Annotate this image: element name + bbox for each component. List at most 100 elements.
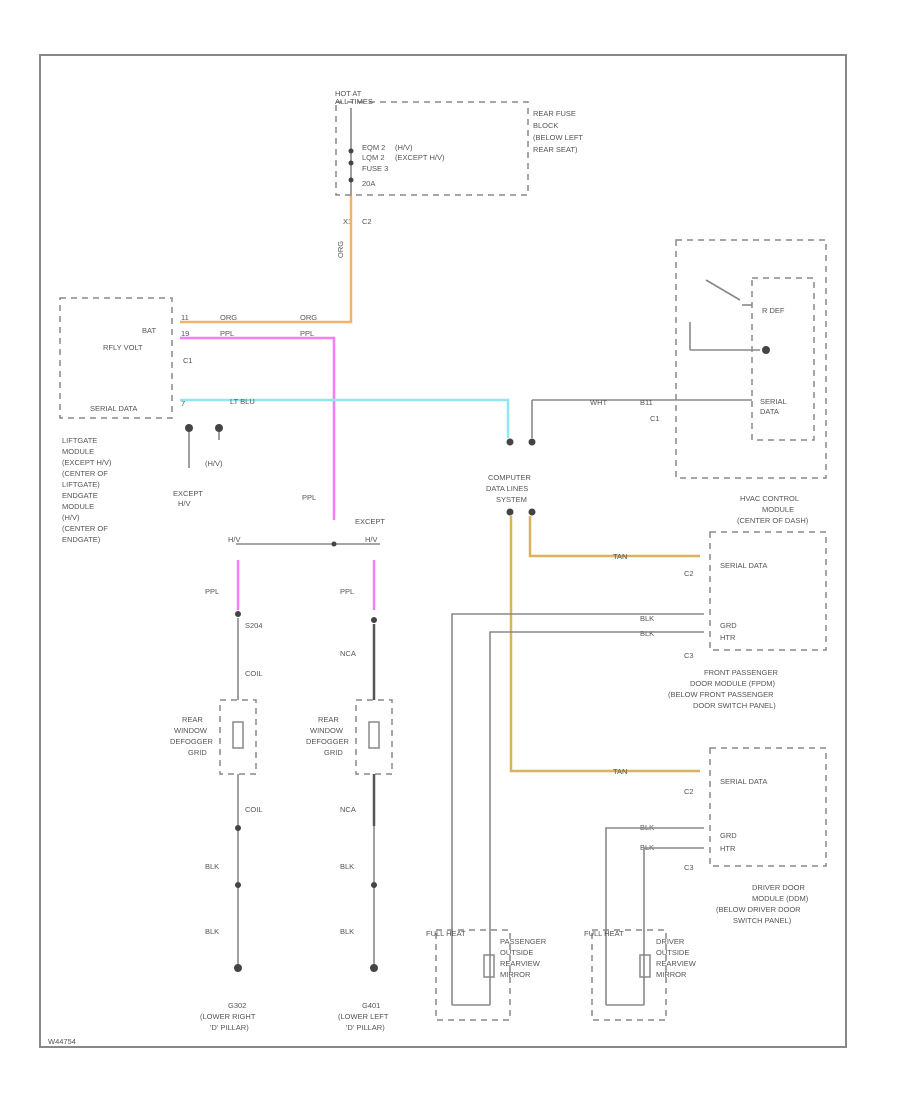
svg-text:(LOWER LEFT: (LOWER LEFT — [338, 1012, 389, 1021]
rear-fuse-block-label-4: REAR SEAT) — [533, 145, 578, 154]
rear-window-defogger-grid-right: NCA REAR WINDOW DEFOGGER GRID NCA BLK BL… — [306, 617, 393, 972]
svg-text:X1: X1 — [343, 217, 352, 226]
svg-text:MODULE: MODULE — [62, 447, 94, 456]
svg-text:'D' PILLAR): 'D' PILLAR) — [210, 1023, 249, 1032]
svg-text:SERIAL DATA: SERIAL DATA — [720, 561, 767, 570]
svg-text:20A: 20A — [362, 179, 375, 188]
svg-text:RFLY VOLT: RFLY VOLT — [103, 343, 143, 352]
svg-text:H/V: H/V — [228, 535, 241, 544]
svg-text:ENDGATE): ENDGATE) — [62, 535, 101, 544]
svg-text:PASSENGER: PASSENGER — [500, 937, 547, 946]
svg-text:DOOR MODULE (FPDM): DOOR MODULE (FPDM) — [690, 679, 776, 688]
diagram-frame — [39, 54, 847, 1048]
svg-text:WINDOW: WINDOW — [310, 726, 344, 735]
svg-text:PPL: PPL — [340, 587, 354, 596]
svg-text:C1: C1 — [650, 414, 660, 423]
svg-text:19: 19 — [181, 329, 189, 338]
svg-text:REARVIEW: REARVIEW — [656, 959, 697, 968]
svg-text:DEFOGGER: DEFOGGER — [306, 737, 350, 746]
svg-text:FULL HEAT: FULL HEAT — [426, 929, 466, 938]
svg-text:FUSE 3: FUSE 3 — [362, 164, 388, 173]
passenger-outside-mirror: FULL HEAT PASSENGER OUTSIDE REARVIEW MIR… — [426, 929, 547, 1021]
svg-text:B11: B11 — [640, 398, 653, 407]
cyan-wire — [180, 398, 510, 438]
hot-label-2: ALL TIMES — [335, 97, 373, 106]
svg-text:BLK: BLK — [340, 927, 354, 936]
rear-fuse-block-label-3: (BELOW LEFT — [533, 133, 583, 142]
svg-text:PPL: PPL — [300, 329, 314, 338]
svg-text:DRIVER DOOR: DRIVER DOOR — [752, 883, 806, 892]
svg-text:MIRROR: MIRROR — [656, 970, 687, 979]
svg-text:(CENTER OF DASH): (CENTER OF DASH) — [737, 516, 809, 525]
driver-outside-mirror: FULL HEAT DRIVER OUTSIDE REARVIEW MIRROR — [584, 929, 697, 1021]
svg-text:BLK: BLK — [640, 614, 654, 623]
svg-text:DRIVER: DRIVER — [656, 937, 685, 946]
svg-text:WINDOW: WINDOW — [174, 726, 208, 735]
svg-text:(CENTER OF: (CENTER OF — [62, 524, 108, 533]
svg-text:COIL: COIL — [245, 669, 263, 678]
svg-text:C2: C2 — [684, 569, 694, 578]
svg-text:LIFTGATE): LIFTGATE) — [62, 480, 100, 489]
hot-label-1: HOT AT — [335, 89, 362, 98]
svg-text:NCA: NCA — [340, 805, 356, 814]
svg-text:FRONT PASSENGER: FRONT PASSENGER — [704, 668, 778, 677]
svg-text:PPL: PPL — [302, 493, 316, 502]
svg-text:SYSTEM: SYSTEM — [496, 495, 527, 504]
tan-wire-driver — [509, 516, 700, 773]
svg-text:G401: G401 — [362, 1001, 380, 1010]
svg-text:G302: G302 — [228, 1001, 246, 1010]
svg-text:(BELOW FRONT PASSENGER: (BELOW FRONT PASSENGER — [668, 690, 774, 699]
svg-text:'D' PILLAR): 'D' PILLAR) — [346, 1023, 385, 1032]
svg-text:WHT: WHT — [590, 398, 607, 407]
svg-text:DATA LINES: DATA LINES — [486, 484, 528, 493]
ground-labels: G302 (LOWER RIGHT 'D' PILLAR) G401 (LOWE… — [200, 1001, 389, 1032]
svg-text:7: 7 — [181, 399, 185, 408]
svg-text:COMPUTER: COMPUTER — [488, 473, 532, 482]
svg-text:S204: S204 — [245, 621, 263, 630]
svg-text:BAT: BAT — [142, 326, 156, 335]
svg-text:LT BLU: LT BLU — [230, 397, 255, 406]
svg-text:DEFOGGER: DEFOGGER — [170, 737, 214, 746]
svg-text:H/V: H/V — [178, 499, 191, 508]
svg-text:PPL: PPL — [220, 329, 234, 338]
hvac-control-module: R DEF SERIAL DATA B11 C1 WHT HVAC CONTRO… — [532, 239, 827, 525]
rear-fuse-block-label-1: REAR FUSE — [533, 109, 576, 118]
svg-text:C3: C3 — [684, 651, 694, 660]
svg-text:REAR: REAR — [318, 715, 339, 724]
rear-window-defogger-grid-left: S204 COIL REAR WINDOW DEFOGGER GRID COIL… — [170, 611, 263, 972]
svg-text:C2: C2 — [362, 217, 372, 226]
svg-text:(EXCEPT H/V): (EXCEPT H/V) — [395, 153, 445, 162]
svg-text:NCA: NCA — [340, 649, 356, 658]
svg-text:BLK: BLK — [205, 862, 219, 871]
svg-text:R DEF: R DEF — [762, 306, 785, 315]
svg-text:REAR: REAR — [182, 715, 203, 724]
front-passenger-door-module: SERIAL DATA GRD HTR C2 C3 TAN BLK BLK FR… — [613, 531, 827, 710]
liftgate-module: BAT RFLY VOLT SERIAL DATA C1 11 19 7 ORG… — [59, 297, 317, 544]
svg-text:H/V: H/V — [365, 535, 378, 544]
svg-text:(LOWER RIGHT: (LOWER RIGHT — [200, 1012, 256, 1021]
svg-text:TAN: TAN — [613, 767, 627, 776]
svg-text:GRID: GRID — [324, 748, 343, 757]
svg-text:LQM 2: LQM 2 — [362, 153, 385, 162]
svg-text:FULL HEAT: FULL HEAT — [584, 929, 624, 938]
svg-text:OUTSIDE: OUTSIDE — [656, 948, 689, 957]
svg-text:OUTSIDE: OUTSIDE — [500, 948, 533, 957]
svg-text:SERIAL DATA: SERIAL DATA — [90, 404, 137, 413]
svg-text:HVAC CONTROL: HVAC CONTROL — [740, 494, 799, 503]
svg-text:HTR: HTR — [720, 844, 736, 853]
svg-text:REARVIEW: REARVIEW — [500, 959, 541, 968]
svg-text:BLK: BLK — [640, 629, 654, 638]
svg-text:BLK: BLK — [205, 927, 219, 936]
svg-text:ORG: ORG — [336, 241, 345, 258]
svg-text:PPL: PPL — [205, 587, 219, 596]
svg-text:LIFTGATE: LIFTGATE — [62, 436, 97, 445]
pink-wire — [180, 336, 336, 520]
svg-text:C3: C3 — [684, 863, 694, 872]
svg-text:BLK: BLK — [340, 862, 354, 871]
svg-text:MIRROR: MIRROR — [500, 970, 531, 979]
svg-text:(H/V): (H/V) — [62, 513, 80, 522]
svg-text:(CENTER OF: (CENTER OF — [62, 469, 108, 478]
svg-text:MODULE: MODULE — [62, 502, 94, 511]
svg-text:MODULE: MODULE — [762, 505, 794, 514]
